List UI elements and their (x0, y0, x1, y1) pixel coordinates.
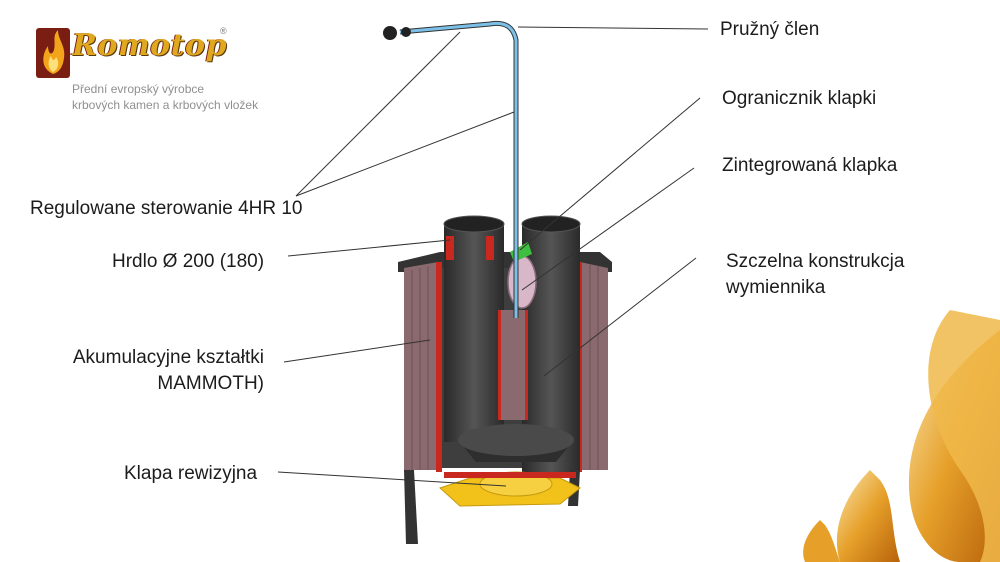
leader-hrdlo (287, 239, 451, 257)
leader-zintegrowana (521, 167, 695, 291)
stove-body (398, 215, 612, 544)
flame-decoration (803, 310, 1000, 562)
leader-ogranicznik (519, 97, 701, 251)
label-regulowane-sterowanie: Regulowane sterowanie 4HR 10 (30, 198, 303, 219)
leader-pruzny (517, 26, 709, 30)
label-akumulacyjne-line-2: MAMMOTH) (157, 373, 264, 394)
romotop-logo: Romotop ® Přední evropský výrobce krbový… (36, 24, 296, 114)
leader-klapa (277, 471, 507, 487)
label-akumulacyjne-line-1: Akumulacyjne kształtki (72, 347, 264, 368)
label-szczelna-line-1: Szczelna konstrukcja (726, 251, 905, 272)
control-rod (383, 20, 519, 318)
flame-logo-icon (36, 28, 70, 78)
label-szczelna-line-2: wymiennika (726, 277, 826, 298)
leader-regulowane-1 (295, 31, 461, 197)
leader-lines (277, 26, 709, 487)
registered-mark: ® (220, 26, 227, 36)
leader-szczelna (543, 257, 697, 377)
tagline-line-1: Přední evropský výrobce (72, 82, 205, 96)
label-akumulacyjne-ksztaltki: Akumulacyjne kształtki MAMMOTH) (30, 345, 264, 397)
label-hrdlo: Hrdlo Ø 200 (180) (112, 251, 265, 272)
label-zintegrowana-klapka: Zintegrowaná klapka (722, 155, 898, 176)
brand-name: Romotop (72, 28, 228, 63)
label-szczelna-konstrukcja: Szczelna konstrukcja wymiennika (726, 249, 904, 301)
label-ogranicznik-klapki: Ogranicznik klapki (722, 88, 877, 109)
label-pruzny-clen: Pružný člen (720, 19, 820, 40)
tagline: Přední evropský výrobce krbových kamen a… (72, 81, 292, 113)
label-klapa-rewizyjna: Klapa rewizyjna (124, 463, 258, 484)
leader-regulowane-2 (295, 111, 515, 197)
tagline-line-2: krbových kamen a krbových vložek (72, 98, 259, 112)
leader-akumulacyjne (283, 339, 431, 363)
